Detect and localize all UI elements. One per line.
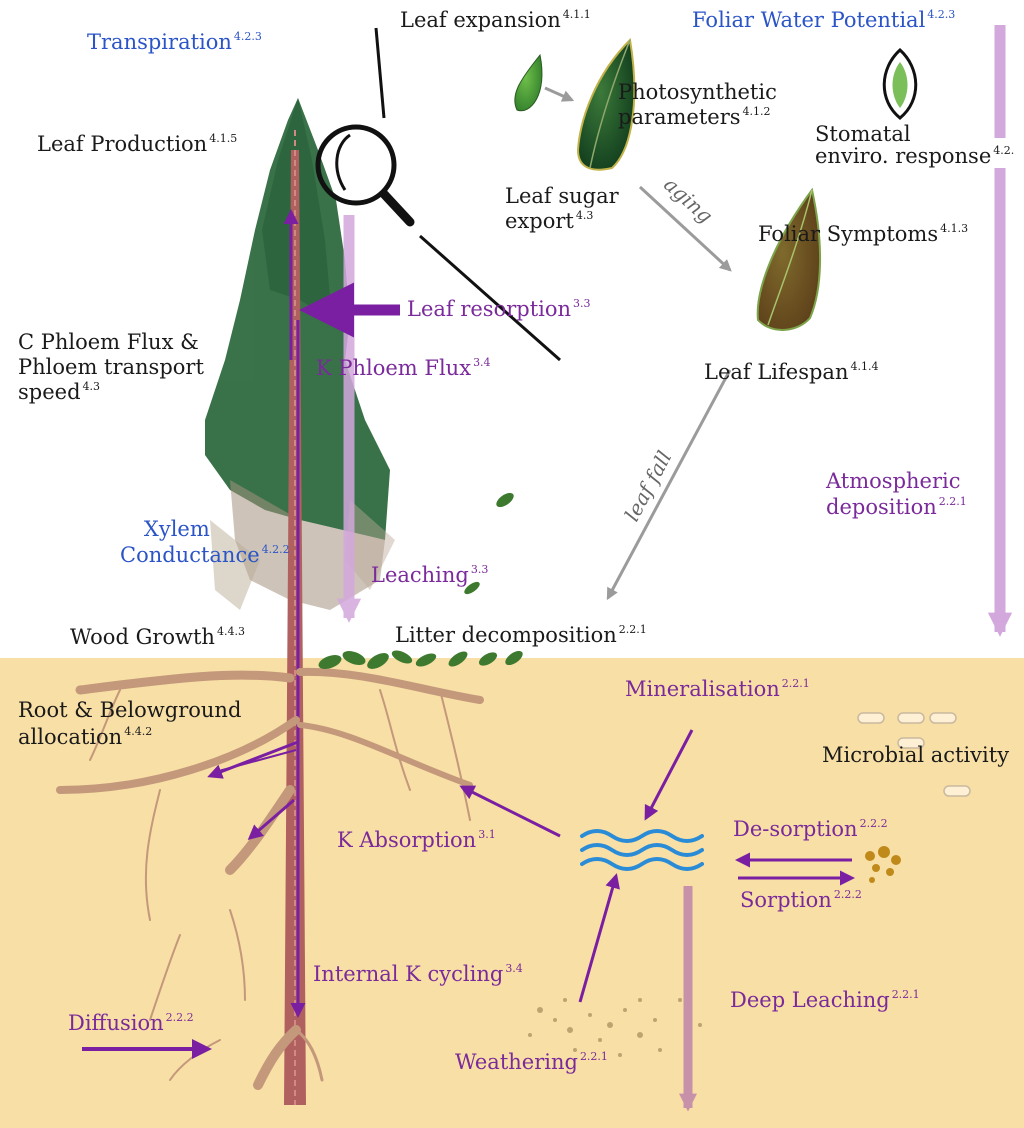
leaf-lifespan-label: Leaf Lifespan4.1.4 xyxy=(704,360,878,384)
weathering-label: Weathering2.2.1 xyxy=(455,1050,608,1074)
root-allocation-label: Root & Belowgroundallocation4.4.2 xyxy=(18,697,241,751)
wood-growth-label: Wood Growth4.4.3 xyxy=(70,625,245,649)
transpiration-label: Transpiration4.2.3 xyxy=(87,30,262,54)
brown-leaf-icon xyxy=(758,190,820,330)
internal-k-cycling-label: Internal K cycling3.4 xyxy=(313,962,523,986)
sorption-label: Sorption2.2.2 xyxy=(740,888,862,912)
foliar-symptoms-label: Foliar Symptoms4.1.3 xyxy=(758,222,968,246)
photosynthetic-label: Photosyntheticparameters4.1.2 xyxy=(618,80,777,130)
mineralisation-label: Mineralisation2.2.1 xyxy=(625,677,810,701)
leaf-sugar-export-label: Leaf sugarexport4.3 xyxy=(505,184,619,234)
litter-decomposition-label: Litter decomposition2.2.1 xyxy=(395,623,647,647)
foliar-water-potential-label: Foliar Water Potential4.2.3 xyxy=(692,8,955,32)
leaf-expansion-label: Leaf expansion4.1.1 xyxy=(400,8,591,32)
xylem-conductance-label: XylemConductance4.2.2 xyxy=(120,516,290,568)
c-phloem-flux-label: C Phloem Flux &Phloem transportspeed4.3 xyxy=(18,330,204,405)
atmospheric-deposition-label: Atmosphericdeposition2.2.1 xyxy=(826,468,967,520)
leaching-label: Leaching3.3 xyxy=(371,563,488,587)
stomata-icon xyxy=(884,50,916,118)
leaf-production-label: Leaf Production4.1.5 xyxy=(37,132,237,156)
small-leaf-icon xyxy=(515,55,542,111)
deep-leaching-label: Deep Leaching2.2.1 xyxy=(730,988,920,1012)
microbial-activity-label: Microbial activity xyxy=(822,743,1009,767)
de-sorption-label: De-sorption2.2.2 xyxy=(733,817,888,841)
diffusion-label: Diffusion2.2.2 xyxy=(68,1011,194,1035)
stomatal-response-label: Stomatalenviro. response4.2. xyxy=(815,123,1014,167)
k-absorption-label: K Absorption3.1 xyxy=(337,828,496,852)
leaf-resorption-label: Leaf resorption3.3 xyxy=(407,297,591,321)
k-phloem-flux-label: K Phloem Flux3.4 xyxy=(316,356,491,380)
